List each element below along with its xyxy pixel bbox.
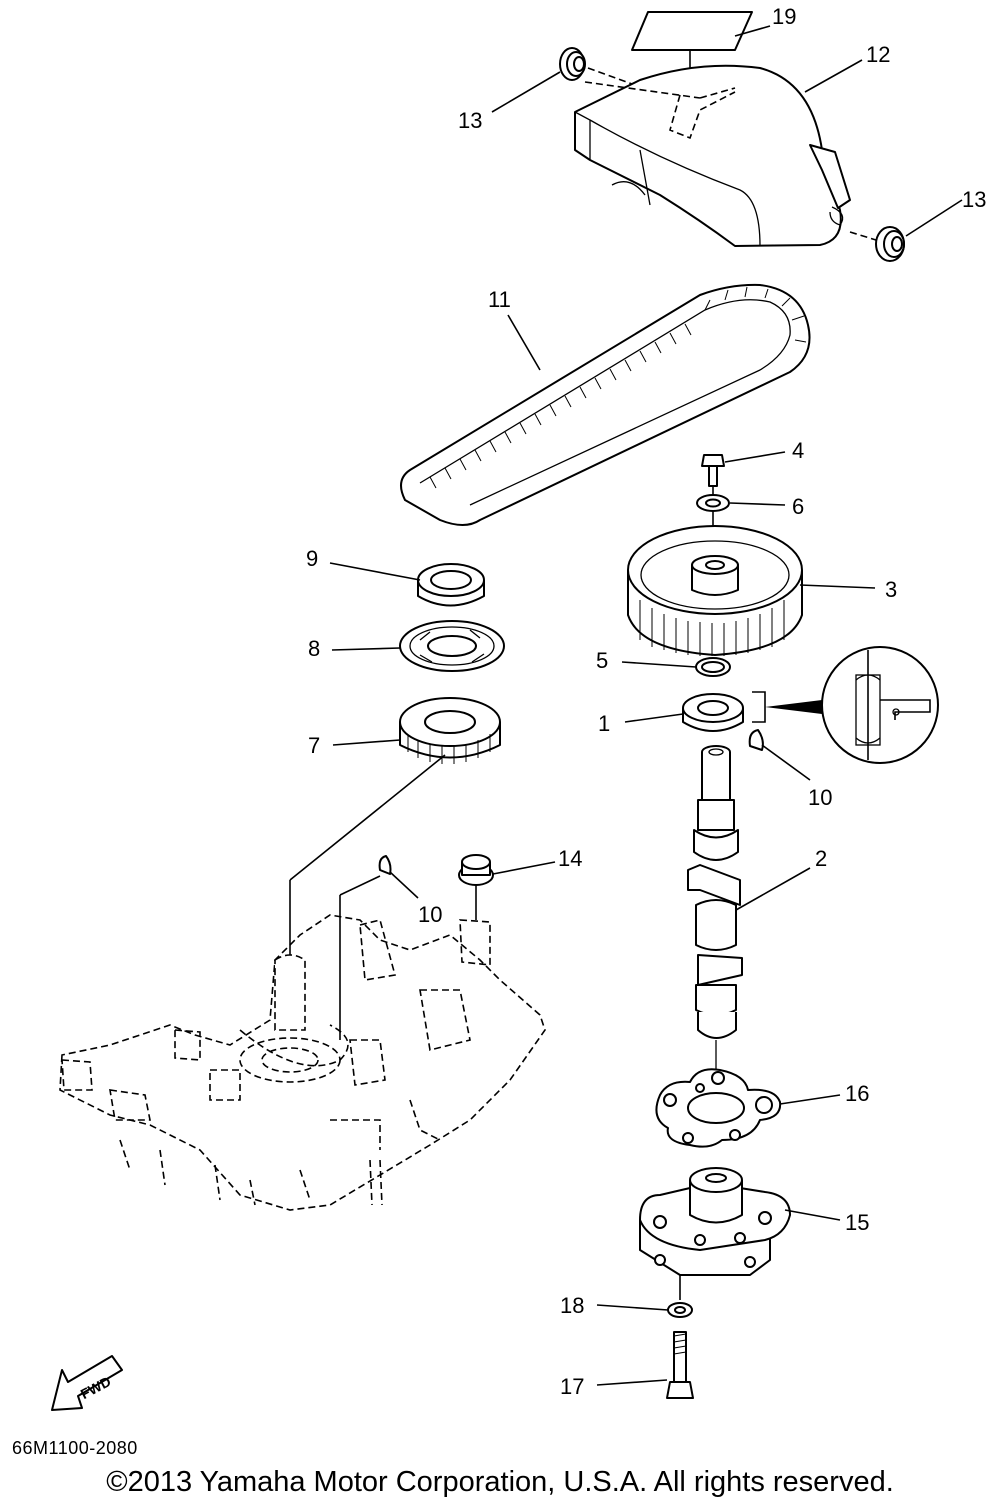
part-1-oil-seal [682, 691, 822, 732]
callout-6: 6 [792, 494, 804, 519]
callout-18: 18 [560, 1293, 584, 1318]
part-4-bolt [701, 454, 725, 500]
callout-leader-lines [329, 25, 963, 1386]
part-13-grommet-right [849, 226, 905, 262]
fwd-direction-arrow: FWD [51, 1355, 123, 1411]
part-8-plate [399, 620, 505, 672]
callout-13-top: 13 [458, 108, 482, 133]
callout-9: 9 [306, 546, 318, 571]
part-14-grommet [458, 854, 494, 920]
callout-2: 2 [815, 846, 827, 871]
copyright-notice: ©2013 Yamaha Motor Corporation, U.S.A. A… [106, 1466, 894, 1498]
part-3-camshaft-pulley [627, 525, 803, 656]
part-10-key-right [748, 729, 764, 751]
engine-block-outline [59, 914, 546, 1211]
callout-10-left: 10 [418, 902, 442, 927]
callout-7: 7 [308, 733, 320, 758]
callout-14: 14 [558, 846, 582, 871]
part-13-grommet-top [559, 47, 633, 85]
part-15-oil-pump [639, 1167, 791, 1300]
callout-8: 8 [308, 636, 320, 661]
callout-17: 17 [560, 1374, 584, 1399]
callout-19: 19 [772, 4, 796, 29]
part-7-drive-pulley [289, 697, 501, 955]
callout-16: 16 [845, 1081, 869, 1106]
part-9-oil-seal [417, 563, 485, 607]
detail-inset-circle [821, 646, 939, 764]
callout-12: 12 [866, 42, 890, 67]
part-17-bolt [666, 1331, 694, 1399]
part-10-key-left [339, 855, 392, 1040]
drawing-code: 66M1100-2080 [12, 1438, 138, 1458]
part-12-belt-cover [574, 64, 851, 247]
callout-13-right: 13 [962, 187, 986, 212]
callout-4: 4 [792, 438, 804, 463]
part-16-gasket [655, 1068, 782, 1148]
part-5-washer [695, 657, 731, 677]
callout-10-right: 10 [808, 785, 832, 810]
callout-1: 1 [598, 711, 610, 736]
callout-5: 5 [596, 648, 608, 673]
callout-11: 11 [488, 287, 511, 312]
callout-3: 3 [885, 577, 897, 602]
part-2-camshaft [687, 745, 743, 1070]
part-18-washer [667, 1302, 693, 1318]
callout-15: 15 [845, 1210, 869, 1235]
part-11-timing-belt [400, 283, 811, 526]
